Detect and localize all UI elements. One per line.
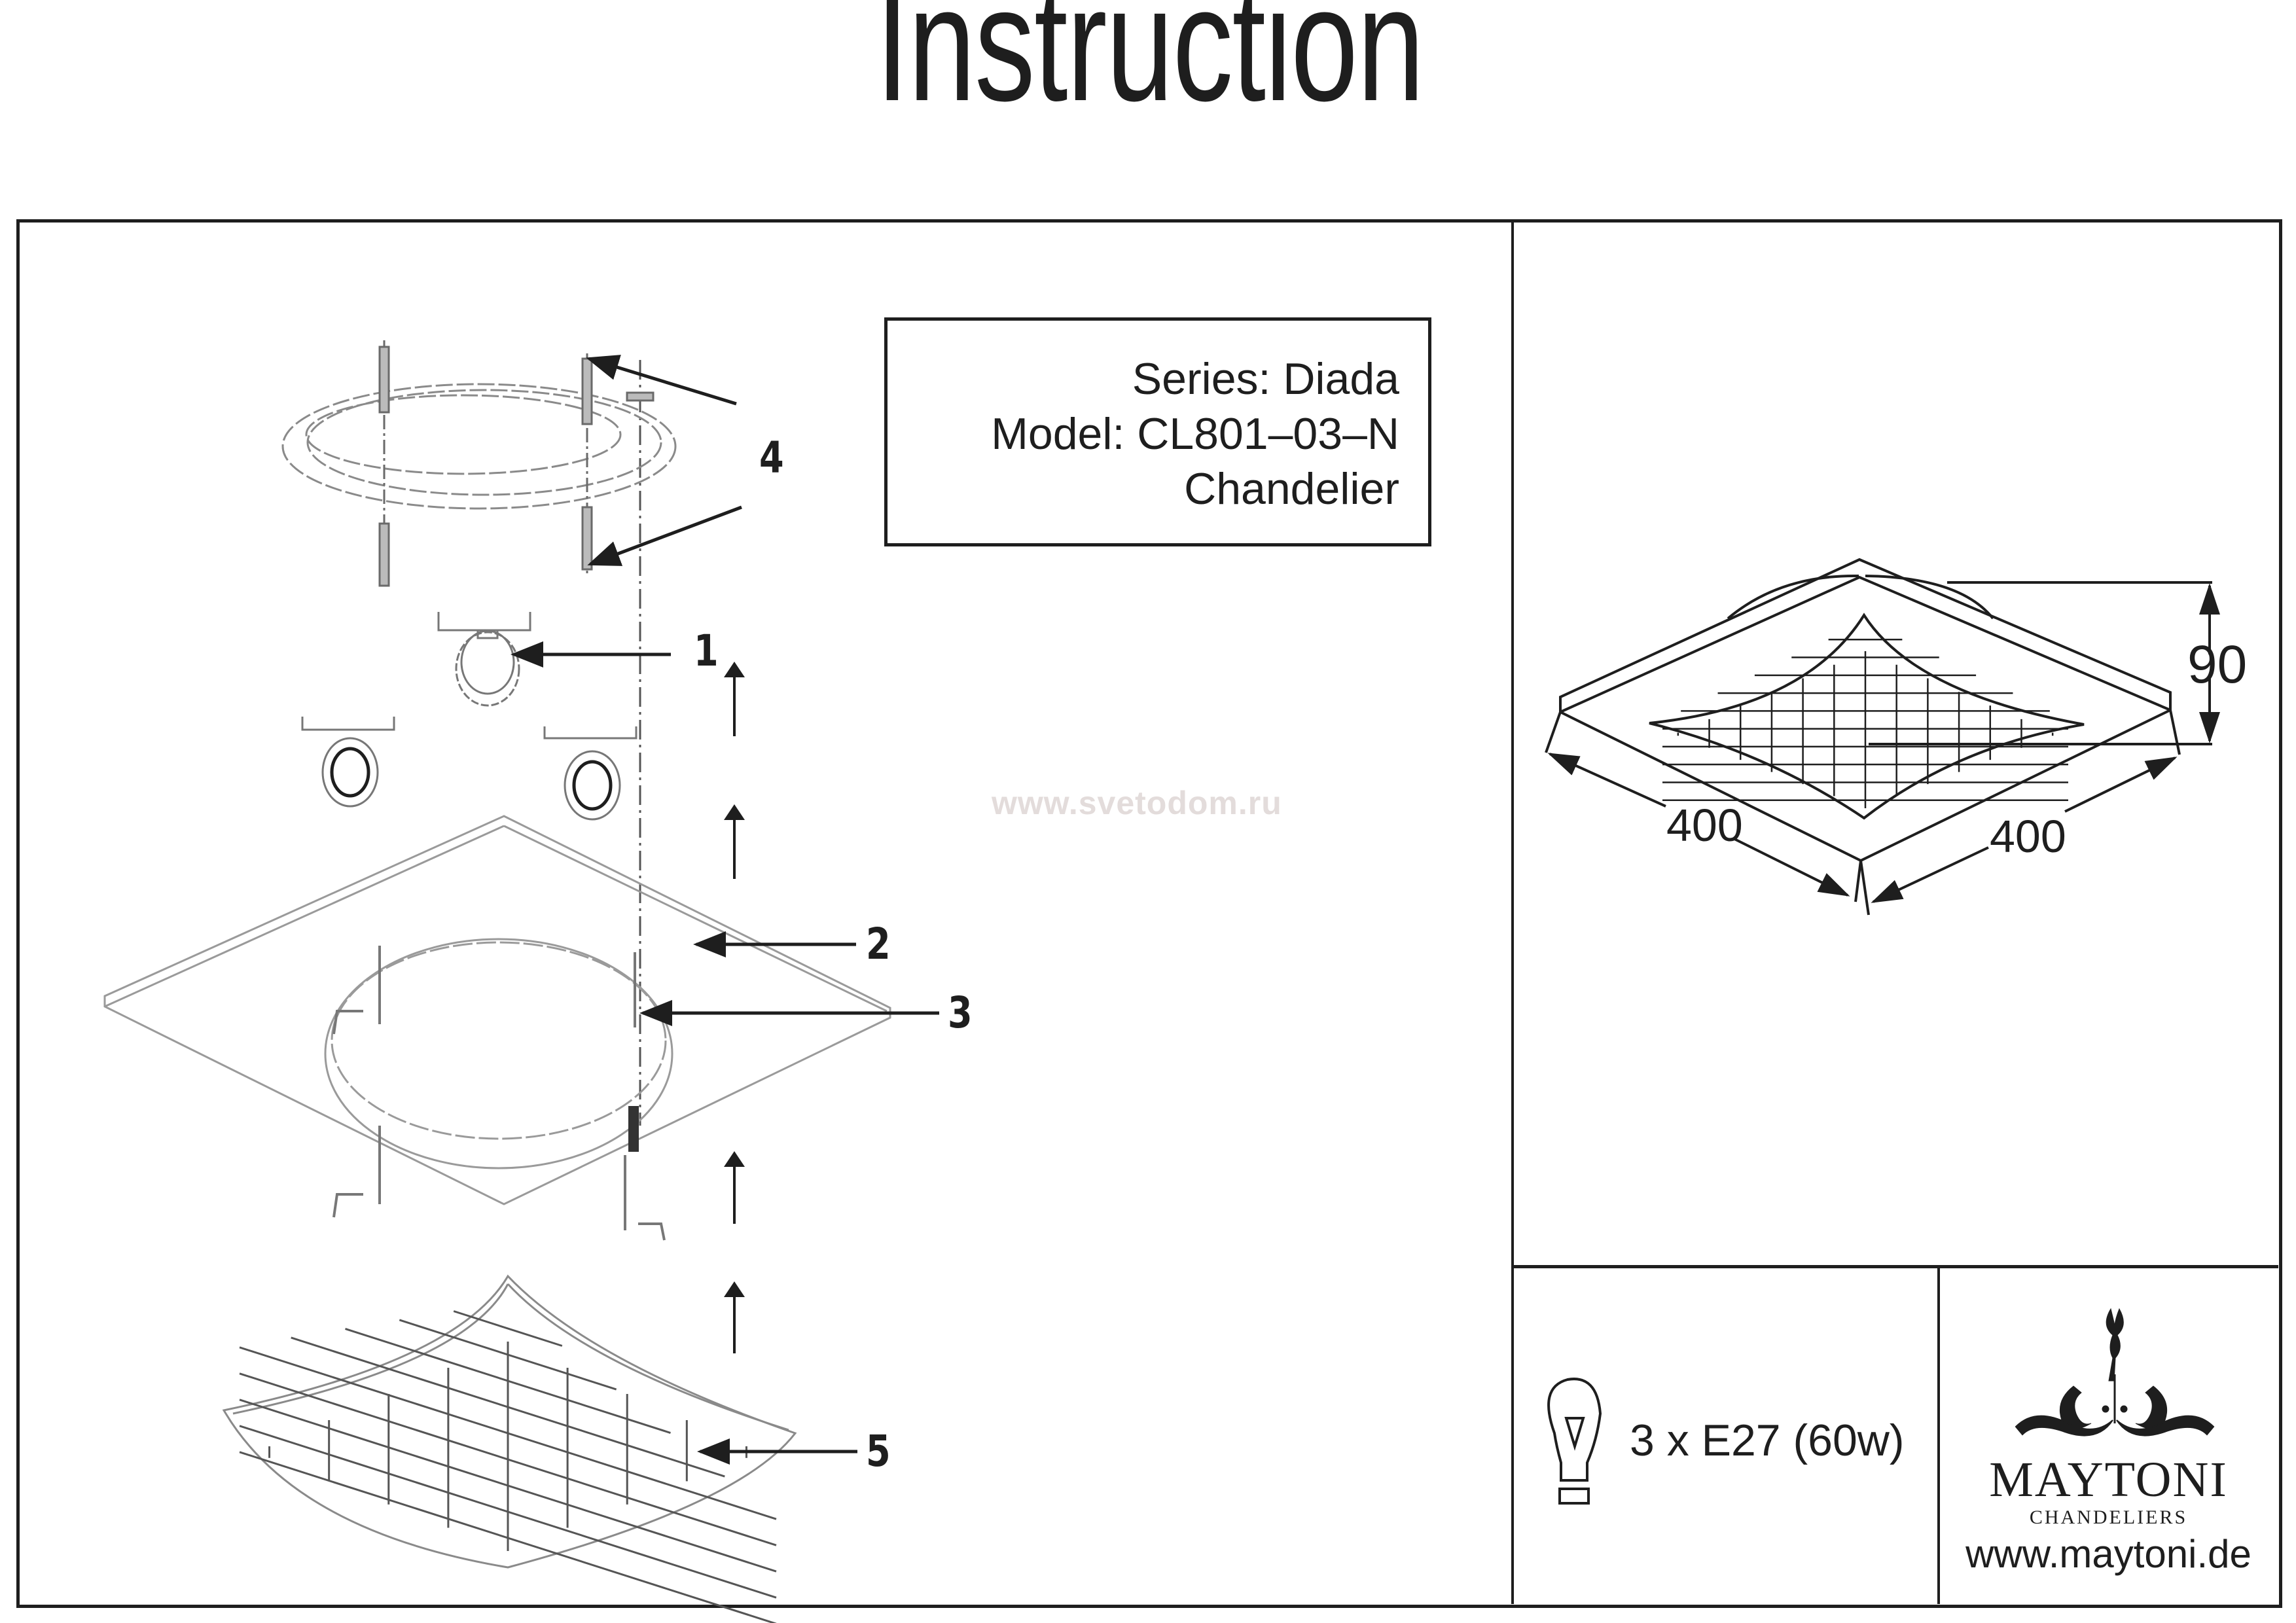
model-label: Model: CL801–03–N (991, 409, 1399, 459)
depth-dimension: 400 (1990, 811, 2066, 862)
panel-divider-horizontal (1511, 1265, 2278, 1268)
plate-screws (332, 946, 666, 1241)
base-plate (103, 815, 891, 1205)
product-info-box: Series: Diada Model: CL801–03–N Chandeli… (884, 317, 1431, 546)
brand-subtitle: CHANDELIERS (2029, 1507, 2188, 1528)
part-label-1: 1 (694, 626, 719, 676)
height-dimension: 90 (2187, 635, 2247, 694)
ceiling-mount-ring (281, 383, 677, 510)
part-label-4: 4 (759, 433, 784, 483)
part-label-5: 5 (866, 1426, 891, 1476)
watermark: www.svetodom.ru (992, 785, 1282, 821)
grid-row (453, 1310, 563, 1347)
label-4-leader (586, 355, 742, 566)
fixture-outline (1545, 558, 2181, 916)
lamp-sockets (301, 612, 637, 821)
width-dimension: 400 (1666, 800, 1743, 851)
series-label: Series: Diada (1132, 354, 1399, 404)
fixture-shade (1649, 613, 2085, 820)
glass-shade (222, 1274, 797, 1569)
brand-name: MAYTONI (1989, 1452, 2228, 1507)
page-title: Instruction (875, 0, 1425, 135)
product-type-label: Chandelier (1184, 464, 1399, 514)
panel-divider-vertical (1511, 219, 1514, 1604)
label-2-3-leaders (639, 931, 939, 1026)
lamp-spec: 3 x E27 (60w) (1630, 1416, 1905, 1465)
fixture-shade-grid (1662, 639, 2068, 808)
shade-crystal-grid (239, 1310, 777, 1623)
part-label-3: 3 (948, 988, 973, 1038)
panel-divider-footer (1937, 1266, 1940, 1604)
dimension-lines (1547, 581, 2220, 903)
drawing-frame (16, 219, 2282, 1608)
part-label-2: 2 (866, 919, 891, 969)
brand-url[interactable]: www.maytoni.de (1965, 1532, 2251, 1576)
